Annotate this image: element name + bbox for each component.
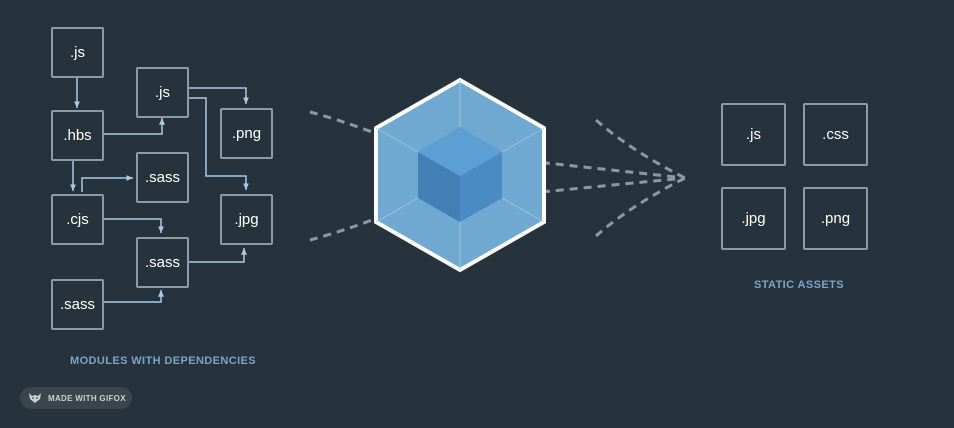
- assets-label: STATIC ASSETS: [754, 279, 844, 291]
- arrow-cjs-to-sass-2: [104, 218, 164, 233]
- flow-out-bottom: [595, 176, 686, 238]
- module-sass-mid: .sass: [136, 237, 189, 288]
- flow-out-top: [595, 118, 686, 180]
- flow-in-top: [309, 110, 373, 134]
- module-js-mid: .js: [136, 67, 189, 118]
- arrow-hbs-to-js: [104, 118, 165, 135]
- arrow-sass-to-jpg: [189, 248, 247, 263]
- arrow-js-to-jpg: [189, 97, 249, 190]
- module-hbs: .hbs: [51, 110, 104, 161]
- module-png: .png: [220, 108, 273, 159]
- arrow-sass-to-sass: [104, 290, 164, 303]
- module-sass-bottom: .sass: [51, 279, 104, 330]
- cube-inner-left: [418, 152, 460, 222]
- module-jpg: .jpg: [220, 194, 273, 245]
- asset-js: .js: [721, 103, 786, 166]
- fox-icon: [29, 393, 41, 403]
- modules-label: MODULES WITH DEPENDENCIES: [70, 355, 257, 367]
- module-cjs: .cjs: [51, 194, 104, 245]
- module-sass-top: .sass: [136, 152, 189, 203]
- made-with-gifox-badge[interactable]: MADE WITH GIFOX: [20, 387, 132, 409]
- module-js-top: .js: [51, 27, 104, 78]
- arrow-cjs-to-sass: [81, 175, 133, 192]
- cube-inner-top: [418, 127, 502, 176]
- cube-inner-right: [460, 152, 502, 222]
- flow-in-bottom: [309, 218, 373, 242]
- arrow-js-to-png: [189, 87, 249, 104]
- dependency-arrows: [70, 78, 249, 303]
- asset-css: .css: [803, 103, 868, 166]
- badge-text: MADE WITH GIFOX: [48, 393, 126, 403]
- bundler-cube: [374, 77, 546, 273]
- asset-jpg: .jpg: [721, 187, 786, 250]
- asset-png: .png: [803, 187, 868, 250]
